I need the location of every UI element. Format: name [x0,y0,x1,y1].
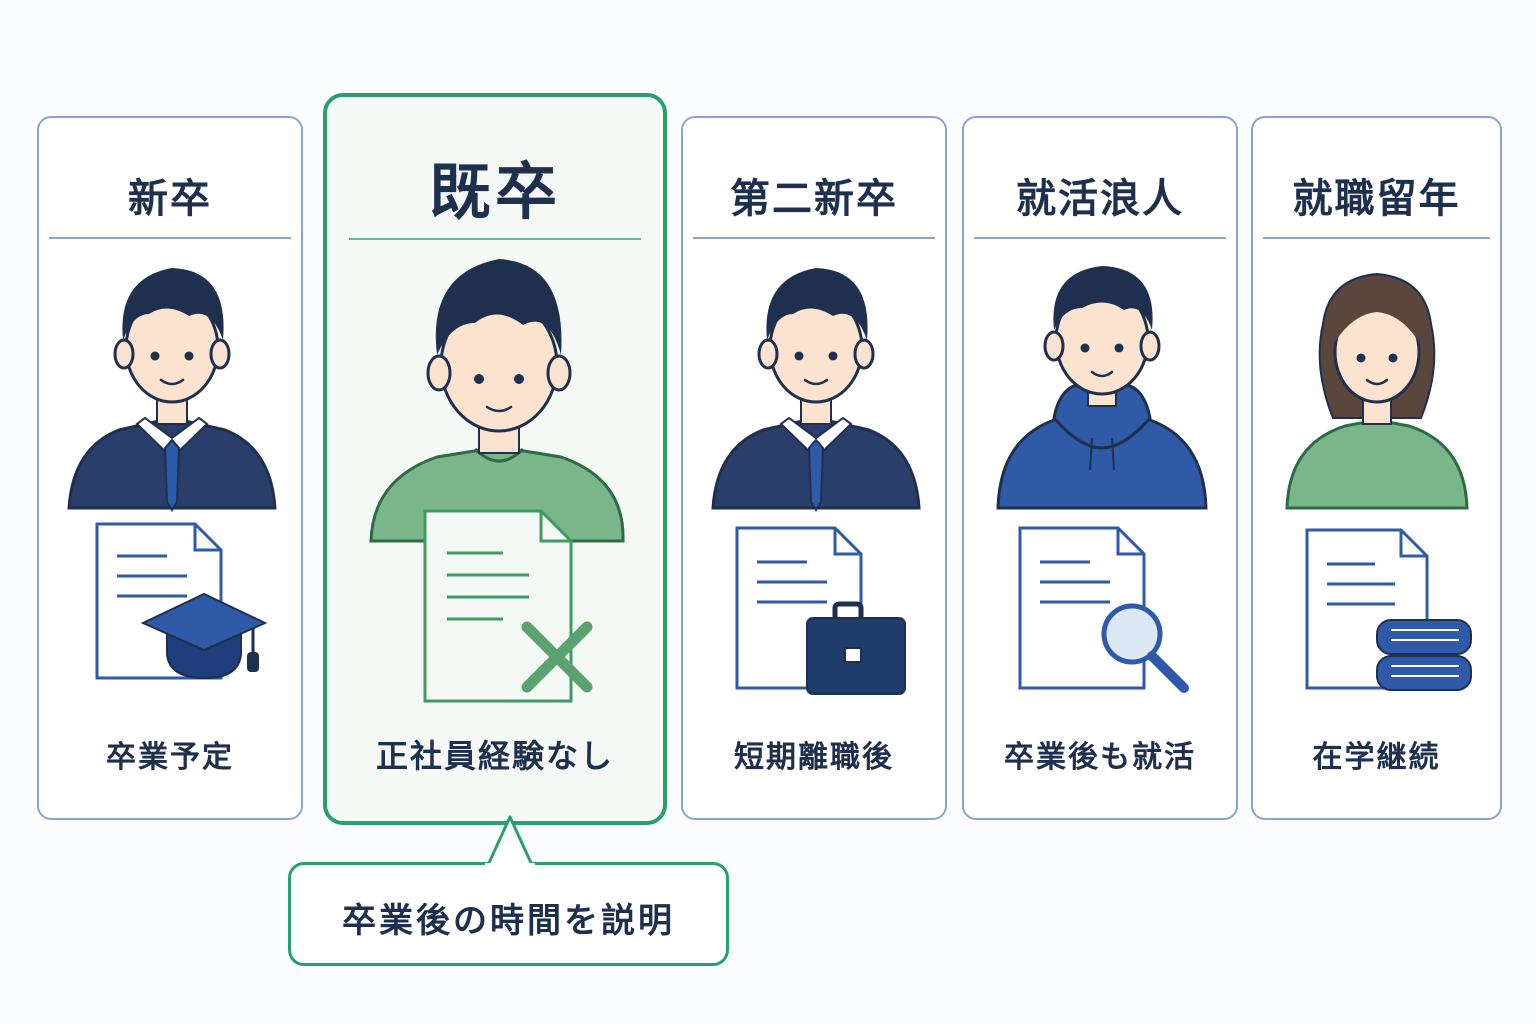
callout-text: 卒業後の時間を説明 [342,901,675,941]
card-title: 就職留年 [1292,176,1461,222]
card-caption: 卒業予定 [106,740,234,775]
card-title: 第二新卒 [730,176,898,222]
card-caption: 在学継続 [1312,740,1441,775]
card-caption: 卒業後も就活 [1004,740,1196,775]
briefcase-icon [806,601,906,695]
divider [1263,237,1490,239]
divider [974,237,1226,239]
card-caption: 短期離職後 [734,740,894,775]
card-title: 就活浪人 [1016,176,1184,222]
card-shushoku-ryunen[interactable]: 就職留年 在学継続 [1251,116,1502,820]
suit-man-illustration [67,268,277,680]
books-icon [1376,619,1472,691]
card-kisotsu[interactable]: 既卒 正社員経験なし [323,93,667,825]
divider [49,237,291,239]
card-daini-shinsotsu[interactable]: 第二新卒 短期離職後 [681,116,947,820]
divider [349,238,641,240]
tshirt-man-illustration [369,259,625,703]
magnifier-icon [1101,603,1189,693]
callout-box: 卒業後の時間を説明 [288,862,729,966]
card-shukatsu-ronin[interactable]: 就活浪人 卒業後も就活 [962,116,1238,820]
callout-pointer [485,815,535,867]
card-caption: 正社員経験なし [375,737,614,775]
card-title: 新卒 [128,176,212,222]
divider [693,237,935,239]
card-shinsotsu[interactable]: 新卒 卒業予定 [37,116,303,820]
graduation-cap-icon [140,592,268,680]
cross-mark-icon [521,621,593,693]
card-title: 既卒 [428,155,561,228]
